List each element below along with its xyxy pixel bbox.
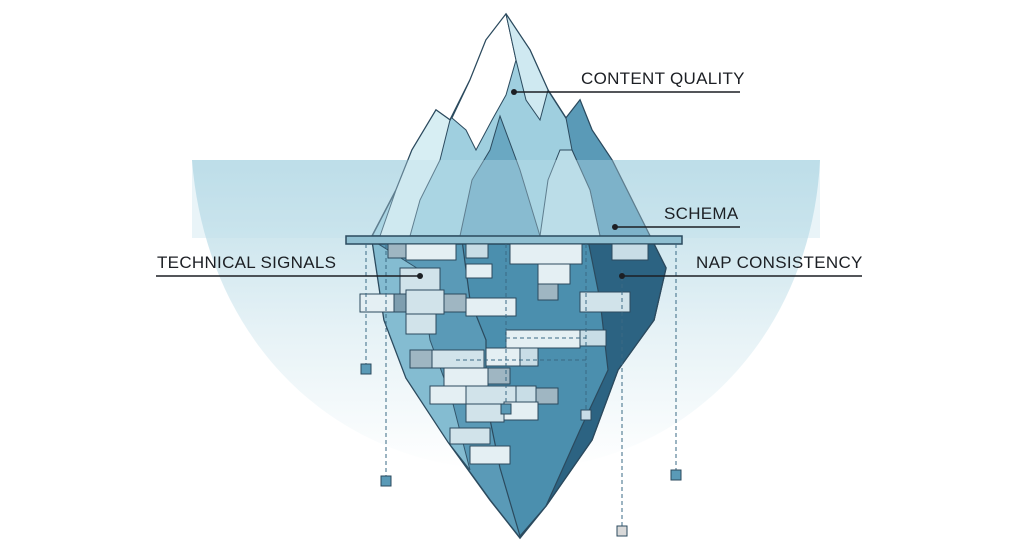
water-surface-tint: [192, 160, 820, 238]
data-blocks: [359, 243, 649, 465]
technical-signals-dot: [417, 273, 423, 279]
nap-consistency-label: NAP CONSISTENCY: [696, 253, 863, 272]
schema-dot: [612, 224, 618, 230]
iceberg-tip: [370, 12, 652, 237]
label-dots: [417, 89, 625, 279]
label-leaders: [156, 91, 862, 277]
connector-end-squares: [360, 363, 682, 537]
content-quality-label: CONTENT QUALITY: [581, 69, 745, 88]
schema-label: SCHEMA: [664, 204, 739, 223]
waterline-shelf: [345, 235, 683, 245]
content-quality-dot: [511, 89, 517, 95]
dashed-connectors: [365, 244, 677, 526]
technical-signals-label: TECHNICAL SIGNALS: [157, 253, 336, 272]
nap-consistency-dot: [619, 273, 625, 279]
